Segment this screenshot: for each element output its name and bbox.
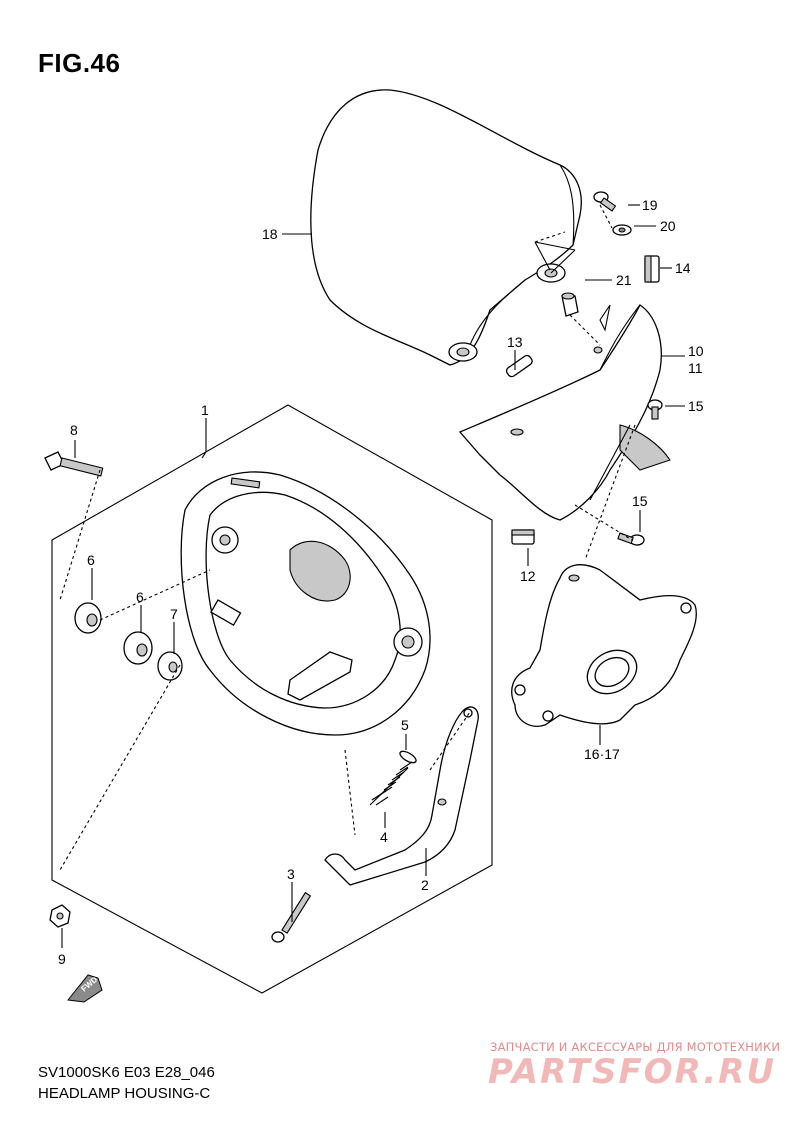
callout-16-17: 16·17 (584, 746, 620, 762)
figure-name: HEADLAMP HOUSING-C (38, 1085, 211, 1102)
callout-14: 14 (675, 260, 691, 276)
callout-8: 8 (70, 422, 78, 438)
screw-part-3 (271, 891, 312, 943)
callout-6a: 6 (87, 552, 95, 568)
adjuster-part-2 (324, 706, 479, 886)
bracket-part-16-17 (511, 564, 697, 727)
washer-part-7 (157, 651, 183, 681)
callout-2: 2 (421, 877, 429, 893)
leader-lines (59, 204, 685, 948)
grommet-part-14 (644, 255, 660, 283)
callout-5: 5 (401, 717, 409, 733)
callout-11: 11 (688, 360, 703, 376)
callout-4: 4 (380, 829, 388, 845)
assembly-outline (51, 404, 493, 994)
callout-9: 9 (58, 951, 66, 967)
washer-part-5 (399, 750, 417, 764)
watermark-tagline: ЗАПЧАСТИ И АКСЕССУАРЫ ДЛЯ МОТОТЕХНИКИ (490, 1040, 781, 1054)
bushing-part-6-left (74, 602, 102, 634)
cover-part-10-11 (458, 304, 671, 521)
nut-part-9 (49, 904, 71, 928)
callout-15b: 15 (632, 493, 648, 509)
callout-12: 12 (520, 568, 536, 584)
callout-13: 13 (507, 334, 523, 350)
pin-part-13 (505, 354, 533, 378)
screw-part-19 (593, 191, 617, 212)
bushing-part-6-right (123, 631, 153, 665)
spacer-part-21 (561, 292, 579, 317)
callout-3: 3 (287, 866, 295, 882)
fwd-arrow-icon: FWD (67, 974, 103, 1003)
callout-1: 1 (201, 402, 209, 418)
watermark-brand: PARTSFOR.RU (488, 1052, 777, 1092)
figure-title: FIG.46 (38, 48, 121, 78)
screw-part-15-bottom (617, 532, 645, 546)
visor-part-18 (310, 89, 582, 366)
callout-19: 19 (642, 197, 658, 213)
callout-20: 20 (660, 218, 676, 234)
washer-part-20 (612, 224, 632, 236)
callout-7: 7 (170, 606, 178, 622)
callout-10: 10 (688, 343, 704, 359)
screw-part-15-top (647, 399, 663, 420)
spring-part-4 (369, 761, 413, 806)
figure-code: SV1000SK6 E03 E28_046 (38, 1064, 215, 1081)
callout-15a: 15 (688, 398, 704, 414)
callout-21: 21 (616, 272, 632, 288)
callout-labels: 1 2 3 4 5 6 6 7 8 9 10 11 12 13 14 15 15… (58, 197, 704, 967)
housing-part-1 (180, 471, 431, 736)
callout-18: 18 (262, 226, 278, 242)
bolt-part-8 (44, 451, 104, 477)
damper-part-12 (511, 529, 535, 545)
callout-6b: 6 (136, 589, 144, 605)
